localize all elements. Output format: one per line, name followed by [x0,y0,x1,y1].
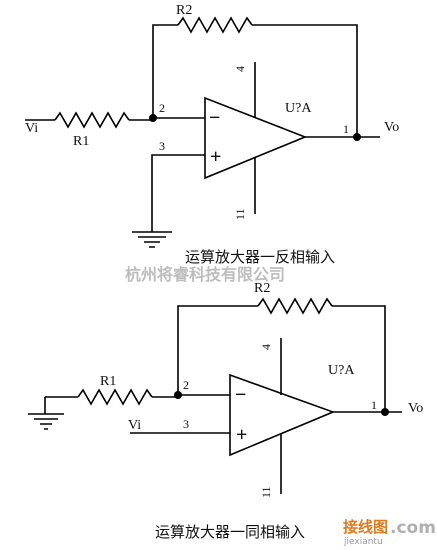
r1-label: R1 [73,134,89,149]
vout-label: Vo [384,120,399,135]
vin-label: Vi [128,418,141,433]
out-junction-dot [381,408,389,416]
ground-symbol [28,413,64,430]
r1-resistor [77,388,153,406]
r1-resistor [54,111,130,129]
pin-vcc-label: 4 [233,66,247,72]
pin-out-label: 1 [371,398,377,412]
vout-label: Vo [408,401,423,416]
noninv-ground-wire [151,154,205,232]
minus-sign: − [209,107,220,129]
site-watermark: 接线图 .com jiexiantu [343,518,436,547]
r2-resistor [257,297,333,315]
inverting-circuit: Vi R1 R2 U?A 2 3 1 − + Vo 4 11 运算放大器一反相输… [25,3,399,266]
minus-sign: − [235,384,246,406]
feedback-left-wire [152,24,178,118]
r2-label: R2 [254,281,270,296]
caption-noninverting: 运算放大器一同相输入 [155,523,305,541]
out-junction-dot [353,133,361,141]
vin-label: Vi [25,121,38,136]
pin-noninv-label: 3 [159,139,165,153]
pin-inv-label: 2 [183,378,189,392]
ground-symbol [132,231,172,248]
pin-out-label: 1 [343,122,349,136]
r1-label: R1 [100,374,116,389]
site-text: jiexiantu [343,537,383,547]
plus-sign: + [236,424,247,446]
pin-vcc-label: 4 [259,344,273,350]
noninverting-circuit: Vi R1 R2 U?A 2 3 1 − + Vo 4 11 运算放大器一同相输… [28,281,423,541]
site-logo: 接线图 [343,518,388,536]
pin-noninv-label: 3 [183,417,189,431]
plus-sign: + [210,146,221,168]
watermark-company: 杭州将睿科技有限公司 [125,265,285,284]
r2-resistor [177,16,253,34]
opamp-ref-label: U?A [328,363,355,378]
feedback-right-wire [252,24,358,137]
opamp-ref-label: U?A [285,101,312,116]
caption-inverting: 运算放大器一反相输入 [185,248,335,266]
r2-label: R2 [176,3,192,18]
pin-vee-label: 11 [259,486,273,498]
pin-inv-label: 2 [159,101,165,115]
feedback-left-wire [177,305,258,395]
site-domain: .com [390,518,436,538]
feedback-right-wire [332,305,386,412]
pin-vee-label: 11 [233,208,247,220]
